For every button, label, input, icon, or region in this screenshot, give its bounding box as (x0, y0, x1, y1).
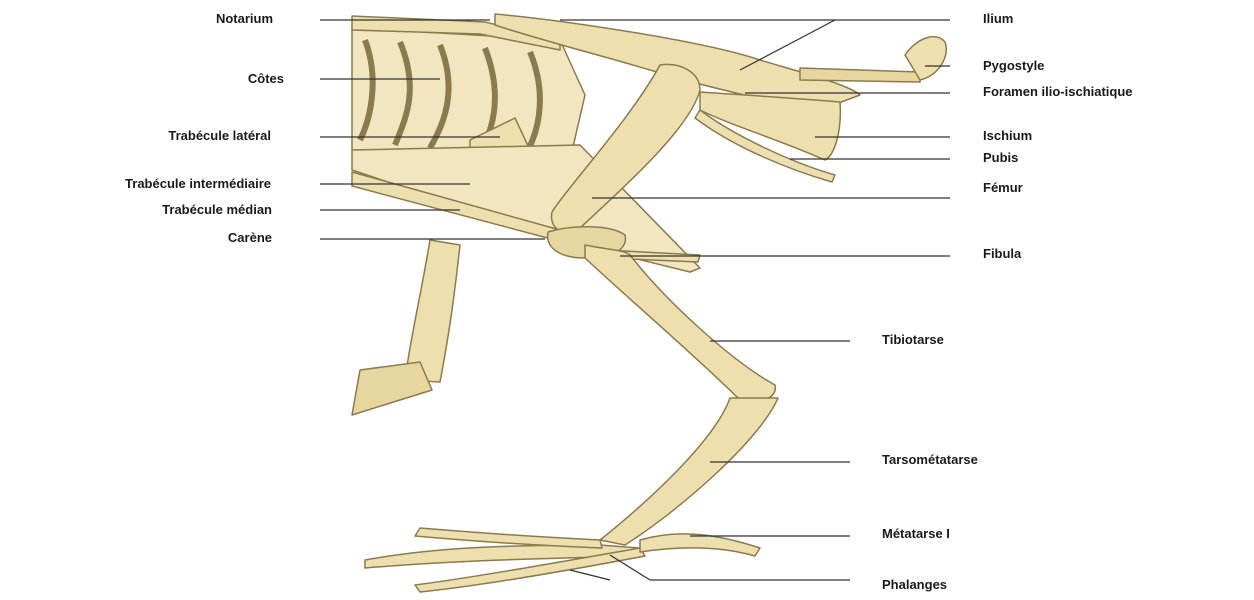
hallux (640, 534, 760, 556)
label-foramen: Foramen ilio-ischiatique (983, 84, 1133, 100)
keel-bone (405, 240, 460, 382)
label-ilium: Ilium (983, 11, 1013, 27)
label-femur: Fémur (983, 180, 1023, 196)
bones (352, 14, 946, 592)
label-ischium: Ischium (983, 128, 1032, 144)
label-phalanges: Phalanges (882, 577, 947, 593)
label-tarsometatarse: Tarsométatarse (882, 452, 978, 468)
keel-head (352, 362, 432, 415)
label-carene: Carène (228, 230, 272, 246)
label-cotes: Côtes (248, 71, 284, 87)
label-trabecule-median: Trabécule médian (162, 202, 272, 218)
label-tibiotarse: Tibiotarse (882, 332, 944, 348)
label-fibula: Fibula (983, 246, 1021, 262)
label-pygostyle: Pygostyle (983, 58, 1044, 74)
label-notarium: Notarium (216, 11, 273, 27)
toe-middle (415, 528, 602, 548)
leader-ilium-2 (740, 20, 835, 70)
tarsometatarse-bone (600, 398, 778, 545)
label-trabecule-intermediaire: Trabécule intermédiaire (125, 176, 271, 192)
leader-phalanges-3 (570, 570, 610, 580)
tail-vertebrae (800, 68, 920, 82)
label-trabecule-lateral: Trabécule latéral (168, 128, 271, 144)
label-pubis: Pubis (983, 150, 1018, 166)
label-metatarse: Métatarse I (882, 526, 950, 542)
